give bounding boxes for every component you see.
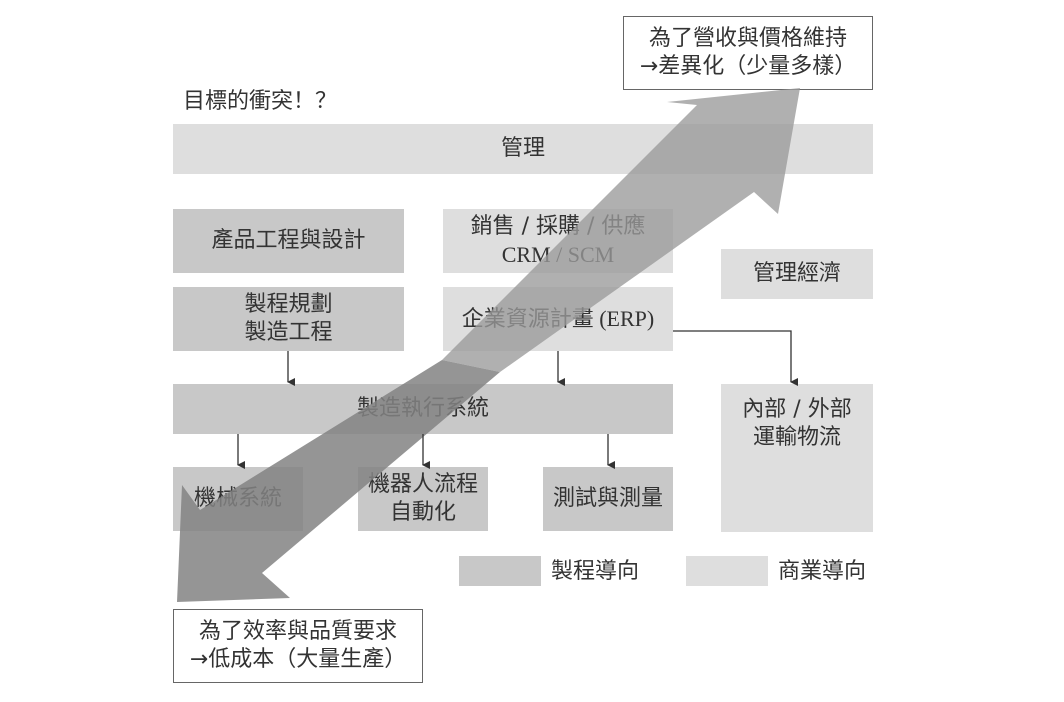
- logistics-line1: 內部 / 外部: [742, 397, 852, 422]
- management-label: 管理: [500, 136, 545, 161]
- logistics-box: 內部 / 外部 運輸物流: [721, 384, 873, 532]
- rpa-line2: 自動化: [389, 500, 456, 525]
- testing-box: 測試與測量: [543, 467, 673, 531]
- process-planning-box: 製程規劃 製造工程: [173, 287, 404, 351]
- erp-box: 企業資源計畫 (ERP): [443, 287, 673, 351]
- management-economics-box: 管理經濟: [721, 249, 873, 299]
- logistics-line2: 運輸物流: [752, 425, 841, 450]
- management-economics-label: 管理經濟: [752, 261, 841, 286]
- machinery-label: 機械系統: [193, 486, 282, 511]
- top-goal-line1: 為了營收與價格維持: [648, 26, 847, 51]
- product-engineering-label: 產品工程與設計: [211, 228, 366, 253]
- connector-erp-to-logistics: [673, 330, 798, 386]
- mes-box: 製造執行系統: [173, 384, 673, 434]
- top-goal-line2: →差異化（少量多樣）: [639, 54, 857, 79]
- rpa-line1: 機器人流程: [367, 472, 478, 497]
- rpa-box: 機器人流程 自動化: [358, 467, 488, 531]
- legend-label-process: 製程導向: [551, 559, 640, 584]
- machinery-box: 機械系統: [173, 467, 303, 531]
- diagram-title: 目標的衝突！？: [183, 89, 338, 114]
- sales-box: 銷售 / 採購 / 供應 CRM / SCM: [443, 209, 673, 273]
- sales-line2: CRM / SCM: [501, 242, 615, 267]
- legend-swatch-business: [686, 556, 768, 586]
- mes-label: 製造執行系統: [356, 396, 489, 421]
- bottom-goal-box: 為了效率與品質要求 →低成本（大量生產）: [173, 609, 423, 683]
- bottom-goal-line2: →低成本（大量生產）: [189, 647, 407, 672]
- product-engineering-box: 產品工程與設計: [173, 209, 404, 273]
- bottom-goal-line1: 為了效率與品質要求: [198, 619, 397, 644]
- top-goal-box: 為了營收與價格維持 →差異化（少量多樣）: [623, 16, 873, 90]
- legend-swatch-process: [459, 556, 541, 586]
- sales-line1: 銷售 / 採購 / 供應: [470, 214, 646, 239]
- process-planning-line2: 製造工程: [244, 320, 333, 345]
- testing-label: 測試與測量: [552, 486, 663, 511]
- management-bar: 管理: [173, 124, 873, 174]
- process-planning-line1: 製程規劃: [244, 292, 333, 317]
- legend-label-business: 商業導向: [778, 559, 867, 584]
- erp-label: 企業資源計畫 (ERP): [461, 306, 655, 331]
